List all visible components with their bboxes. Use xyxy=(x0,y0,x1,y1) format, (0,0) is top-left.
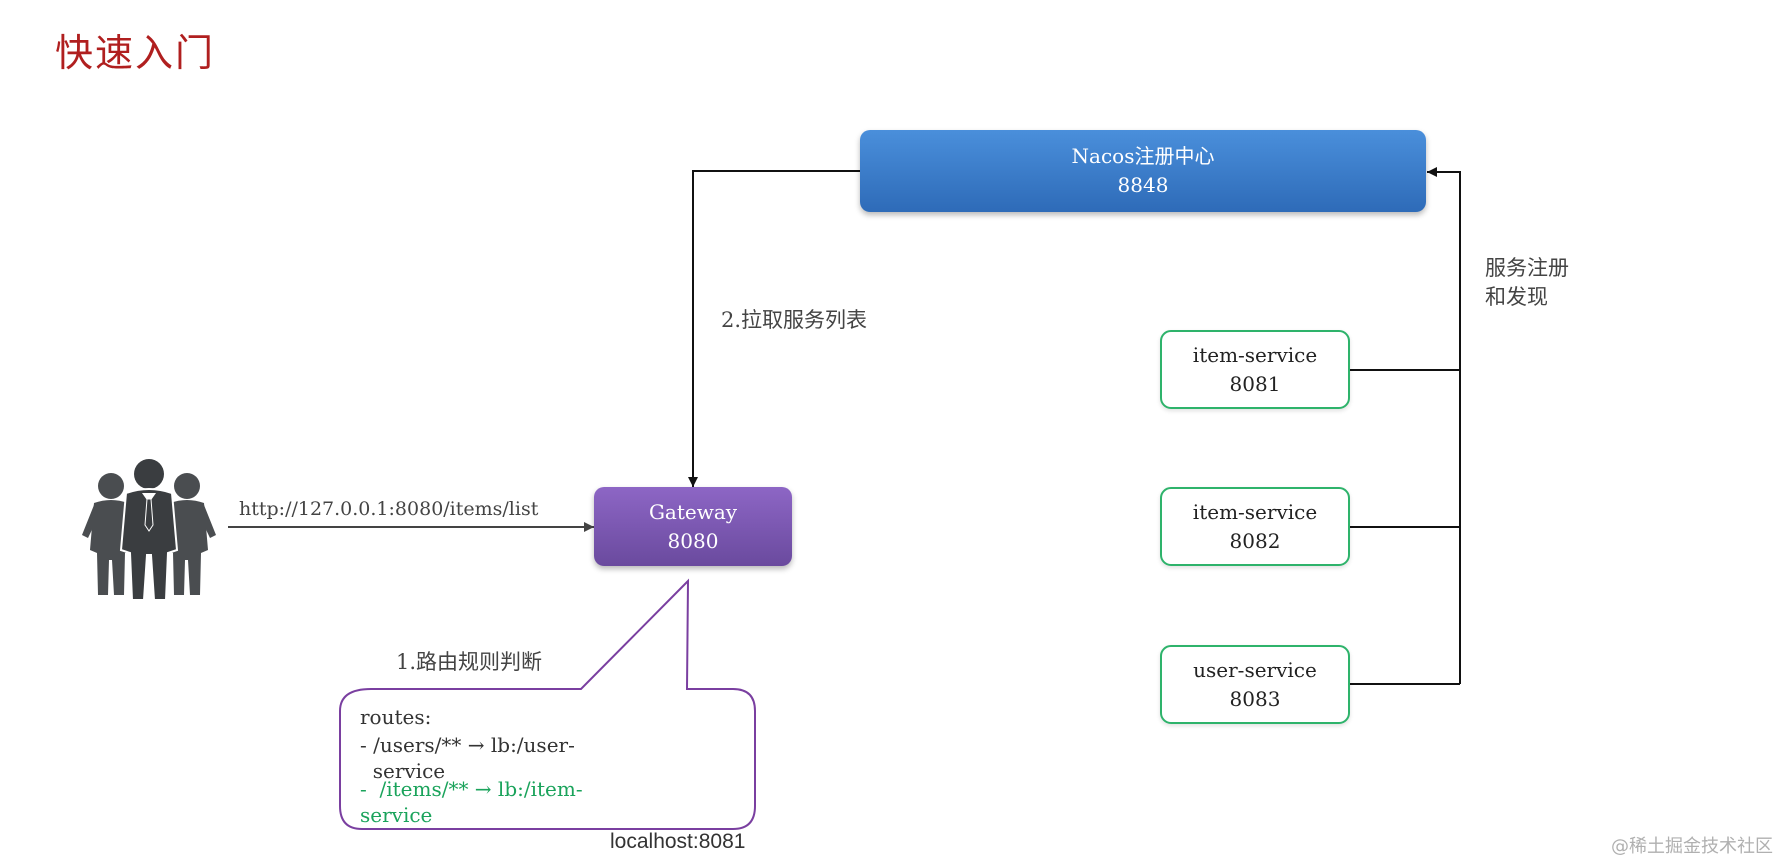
service-node-2: item-service 8082 xyxy=(1160,487,1350,566)
request-url-label: http://127.0.0.1:8080/items/list xyxy=(239,498,539,520)
service-node-1: item-service 8081 xyxy=(1160,330,1350,409)
service-port: 8083 xyxy=(1229,686,1281,711)
service-port: 8081 xyxy=(1229,371,1281,396)
route-rule-items-cont: service xyxy=(360,803,433,827)
nacos-name: Nacos注册中心 xyxy=(1071,144,1215,168)
route-rule-users: - /users/** → lb:/user- xyxy=(360,733,575,757)
route-rule-users-cont: service xyxy=(360,759,446,783)
gateway-port: 8080 xyxy=(667,528,719,553)
localhost-label: localhost:8081 xyxy=(610,830,746,853)
nacos-port: 8848 xyxy=(1117,173,1169,197)
routes-config: routes: - /users/** → lb:/user- service … xyxy=(360,703,583,829)
route-judge-label: 1.路由规则判断 xyxy=(396,650,543,674)
gateway-name: Gateway xyxy=(648,499,738,524)
nacos-registry-node: Nacos注册中心 8848 xyxy=(860,130,1426,212)
service-port: 8082 xyxy=(1229,528,1281,553)
registration-arrow xyxy=(1427,167,1461,684)
service-name: item-service xyxy=(1192,342,1318,367)
routes-callout xyxy=(339,578,756,830)
route-rule-items: - /items/** → lb:/item- xyxy=(360,777,583,801)
watermark: @稀土掘金技术社区 xyxy=(1611,836,1773,857)
pull-list-label: 2.拉取服务列表 xyxy=(721,308,868,332)
service-node-3: user-service 8083 xyxy=(1160,645,1350,724)
page-title: 快速入门 xyxy=(55,31,216,75)
registration-label-line1: 服务注册 xyxy=(1485,256,1569,280)
gateway-node: Gateway 8080 xyxy=(594,487,792,566)
people-group-icon xyxy=(82,459,216,600)
service-name: user-service xyxy=(1193,657,1317,682)
registration-label-line2: 和发现 xyxy=(1485,285,1548,309)
registration-label: 服务注册 和发现 xyxy=(1485,254,1569,312)
service-name: item-service xyxy=(1192,499,1318,524)
pull-list-arrow xyxy=(688,170,860,487)
routes-header: routes: xyxy=(360,705,432,729)
